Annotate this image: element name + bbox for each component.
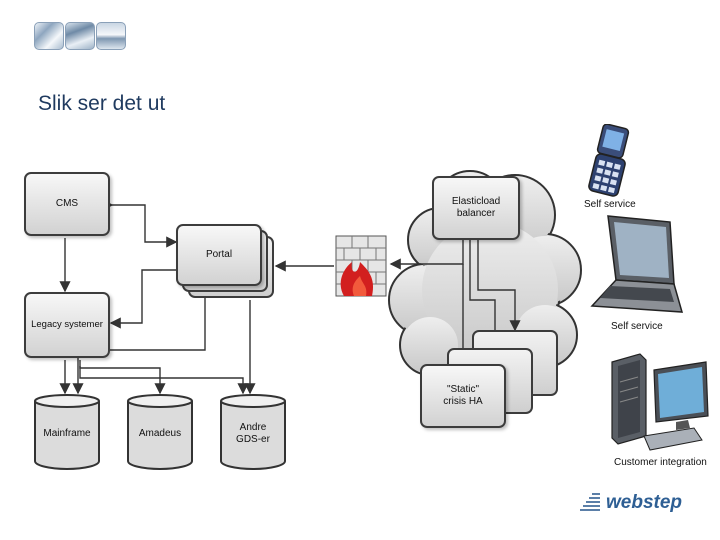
firewall-icon	[335, 235, 387, 297]
legacy-systems-label: Legacy systemer	[31, 319, 103, 330]
phone-self-service-label: Self service	[584, 199, 636, 210]
static-crisis-ha-node: "Static" crisis HA	[420, 364, 506, 428]
static-label-line2: crisis HA	[443, 396, 483, 407]
slide-title: Slik ser det ut	[38, 92, 166, 115]
webstep-logo-text: webstep	[606, 492, 683, 513]
legacy-systems-node: Legacy systemer	[24, 292, 110, 358]
webstep-logo-icon	[580, 493, 600, 511]
other-gds-label-line1: Andre	[239, 422, 267, 433]
elb-label-line1: Elasticload	[451, 196, 501, 207]
webstep-logo: webstep	[578, 492, 682, 514]
mainframe-label: Mainframe	[43, 428, 91, 439]
header-thumbnail-2	[65, 22, 95, 50]
other-gds-database	[220, 394, 286, 470]
laptop-self-service-label: Self service	[611, 321, 663, 332]
header-thumbnail-1	[34, 22, 64, 50]
mainframe-database	[34, 394, 100, 470]
portal-node: Portal	[176, 224, 262, 286]
amadeus-label: Amadeus	[138, 428, 182, 439]
header-thumbnail-3	[96, 22, 126, 50]
elb-label-line2: balancer	[456, 208, 496, 219]
cms-node: CMS	[24, 172, 110, 236]
amadeus-database	[127, 394, 193, 470]
cms-label: CMS	[55, 198, 79, 209]
static-label-line1: "Static"	[446, 384, 480, 395]
mobile-phone-icon	[588, 124, 630, 197]
customer-integration-label: Customer integration	[614, 457, 707, 468]
laptop-icon	[590, 215, 684, 313]
elastic-load-balancer-node: Elasticload balancer	[432, 176, 520, 240]
desktop-computer-icon	[611, 353, 709, 451]
portal-label: Portal	[205, 249, 233, 260]
other-gds-label-line2: GDS-er	[236, 434, 270, 445]
